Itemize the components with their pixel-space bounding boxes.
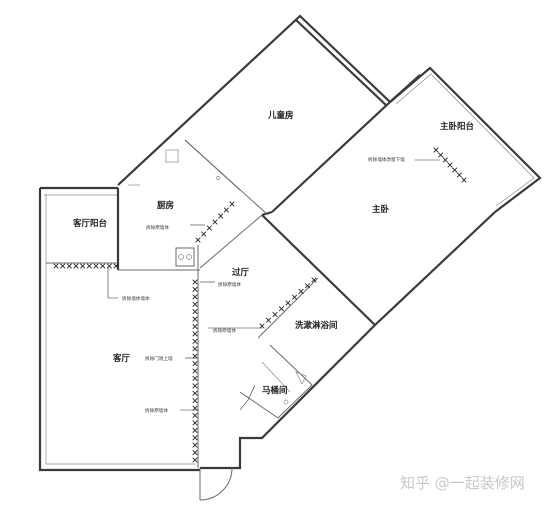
demolition-mark-living (192, 286, 198, 293)
demolition-mark-balcony (86, 263, 92, 269)
demolition-mark-living (192, 449, 198, 456)
demolition-mark-kitchen (223, 207, 229, 213)
demolition-mark-bath (304, 283, 311, 289)
demolition-mark-living (192, 331, 198, 337)
room-kitchen: 厨房 (157, 200, 174, 211)
demolition-mark-bath (272, 311, 278, 318)
demolition-mark-living (192, 435, 198, 441)
demolition-mark-living (192, 405, 198, 411)
note-living-wall: 拆除原墙体 (145, 407, 168, 414)
demolition-mark-kitchen (201, 231, 207, 237)
demolition-marks (53, 147, 467, 463)
demolition-mark-living (192, 294, 198, 300)
interior-walls (46, 139, 319, 468)
demolition-mark-living (192, 279, 198, 285)
demolition-mark-living (192, 309, 198, 315)
demolition-mark-living (192, 412, 198, 419)
demolition-mark-kitchen (229, 201, 235, 207)
demolition-mark-kitchen (195, 237, 201, 243)
note-bath-wall: 拆除原墙体 (213, 327, 236, 334)
demolition-mark-bath (291, 294, 298, 300)
demolition-mark-living (192, 375, 198, 382)
demolition-mark-balcony (106, 263, 112, 269)
watermark: 知乎 @一起装修网 (400, 474, 525, 492)
demolition-mark-master (461, 177, 467, 183)
demolition-mark-living (192, 427, 198, 433)
note-living-door: 拆除门洞上墙 (145, 355, 173, 362)
demolition-mark-master (433, 147, 439, 153)
demolition-mark-master (442, 157, 448, 163)
demolition-mark-living (192, 420, 198, 426)
room-child: 儿童房 (267, 110, 294, 121)
demolition-mark-bath (298, 288, 304, 295)
demolition-mark-balcony (100, 263, 106, 269)
room-hallway: 过厅 (232, 267, 250, 278)
demolition-mark-bath (278, 306, 285, 312)
room-bathroom: 洗漱淋浴间 (295, 320, 338, 331)
demolition-mark-balcony (66, 263, 72, 269)
demolition-mark-balcony (60, 263, 66, 269)
demolition-mark-living (192, 346, 198, 352)
room-toilet: 马桶间 (262, 385, 288, 396)
demolition-mark-balcony (93, 263, 99, 269)
note-master-wall: 拆除墙体改窗下墙 (368, 156, 405, 163)
demolition-mark-master (447, 162, 453, 168)
demolition-mark-living (192, 323, 198, 330)
room-living-balcony: 客厅阳台 (72, 218, 108, 229)
demolition-mark-living (192, 398, 198, 404)
demolition-mark-kitchen (212, 219, 218, 225)
demolition-mark-living (192, 338, 198, 344)
note-kitchen-wall: 拆除原墙体 (146, 224, 169, 231)
outer-walls (38, 14, 542, 501)
demolition-mark-bath (259, 323, 265, 329)
demolition-mark-kitchen (206, 225, 212, 231)
leaders (107, 159, 440, 411)
demolition-mark-living (192, 316, 198, 322)
demolition-mark-living (192, 390, 198, 396)
room-living: 客厅 (112, 353, 131, 364)
demolition-mark-living (192, 383, 198, 389)
demolition-mark-balcony (113, 263, 119, 269)
demolition-mark-bath (311, 277, 317, 283)
demolition-mark-living (192, 442, 198, 448)
note-balcony-wall: 拆除墙体墙体 (122, 295, 150, 302)
demolition-mark-balcony (73, 263, 79, 269)
demolition-mark-living (192, 368, 198, 374)
demolition-mark-master (452, 167, 458, 173)
demolition-mark-balcony (80, 263, 86, 269)
demolition-mark-master (456, 172, 462, 178)
demolition-mark-master (438, 152, 444, 158)
demolition-mark-living (192, 457, 198, 463)
room-master-bedroom: 主卧 (372, 204, 390, 215)
demolition-mark-balcony (53, 263, 59, 269)
demolition-mark-kitchen (218, 213, 224, 219)
note-hallway-wall: 拆除原墙体 (218, 281, 241, 288)
demolition-mark-bath (265, 317, 272, 323)
demolition-mark-living (192, 360, 198, 367)
room-master-balcony: 主卧阳台 (440, 121, 475, 132)
demolition-mark-living (192, 301, 198, 307)
demolition-mark-bath (285, 300, 291, 306)
